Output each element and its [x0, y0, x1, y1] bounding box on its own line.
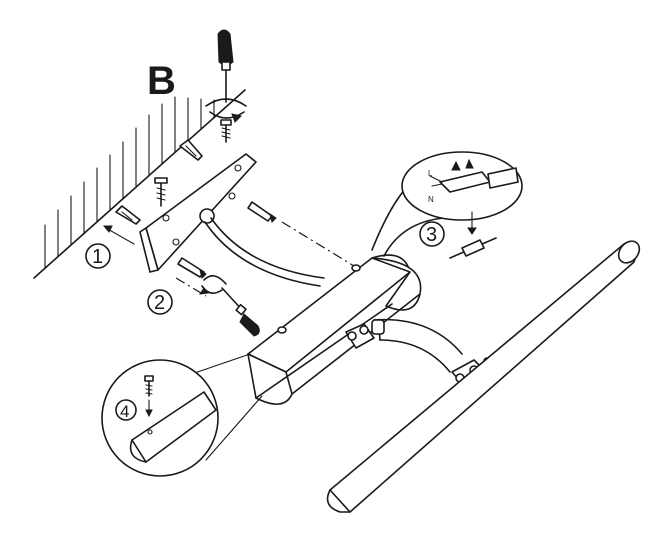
step1-arrowhead: [102, 225, 113, 233]
wall-screw-upper-icon: [179, 139, 203, 161]
power-cable: [204, 221, 321, 287]
end-cap-detail-bubble: [101, 353, 263, 477]
step-2-number: 2: [154, 292, 165, 314]
wall: [33, 89, 246, 279]
bracket-screw-right-icon: [247, 201, 277, 223]
screwdriver-top-icon: [205, 29, 247, 123]
lamp-tube: [326, 240, 641, 513]
mounting-bracket: [139, 153, 257, 273]
alignment-line-1: [281, 221, 355, 267]
wiring-detail-bubble: L N: [371, 151, 523, 257]
terminal-label-n: N: [428, 195, 434, 204]
end-cap-screw-icon: [144, 375, 154, 418]
bracket-screw-vertical-icon: [154, 177, 168, 207]
bracket-screw-lower-icon: [177, 257, 207, 279]
terminal-label-l: L: [428, 169, 433, 178]
power-cable-2: [210, 217, 325, 279]
step-3-marker: 3: [419, 221, 445, 247]
screwdriver-bottom-icon: [198, 275, 260, 337]
lamp-base: [247, 254, 422, 405]
wall-hatching: [44, 96, 215, 269]
step-1-number: 1: [92, 246, 103, 268]
wall-label-b: B: [147, 59, 176, 103]
arm-clamp-1: [345, 319, 385, 349]
wiring-arrowhead: [467, 227, 477, 235]
step-1-marker: 1: [85, 243, 111, 269]
step-4-marker: 4: [115, 399, 137, 421]
wall-line: [33, 89, 246, 279]
step1-arrow: [105, 227, 135, 245]
step-2-marker: 2: [147, 289, 173, 315]
step-4-number: 4: [120, 402, 129, 421]
step-3-number: 3: [426, 224, 437, 246]
wall-screw-step1-icon: [115, 205, 141, 225]
screw-top-icon: [220, 119, 232, 143]
connector-icon: [449, 237, 497, 259]
